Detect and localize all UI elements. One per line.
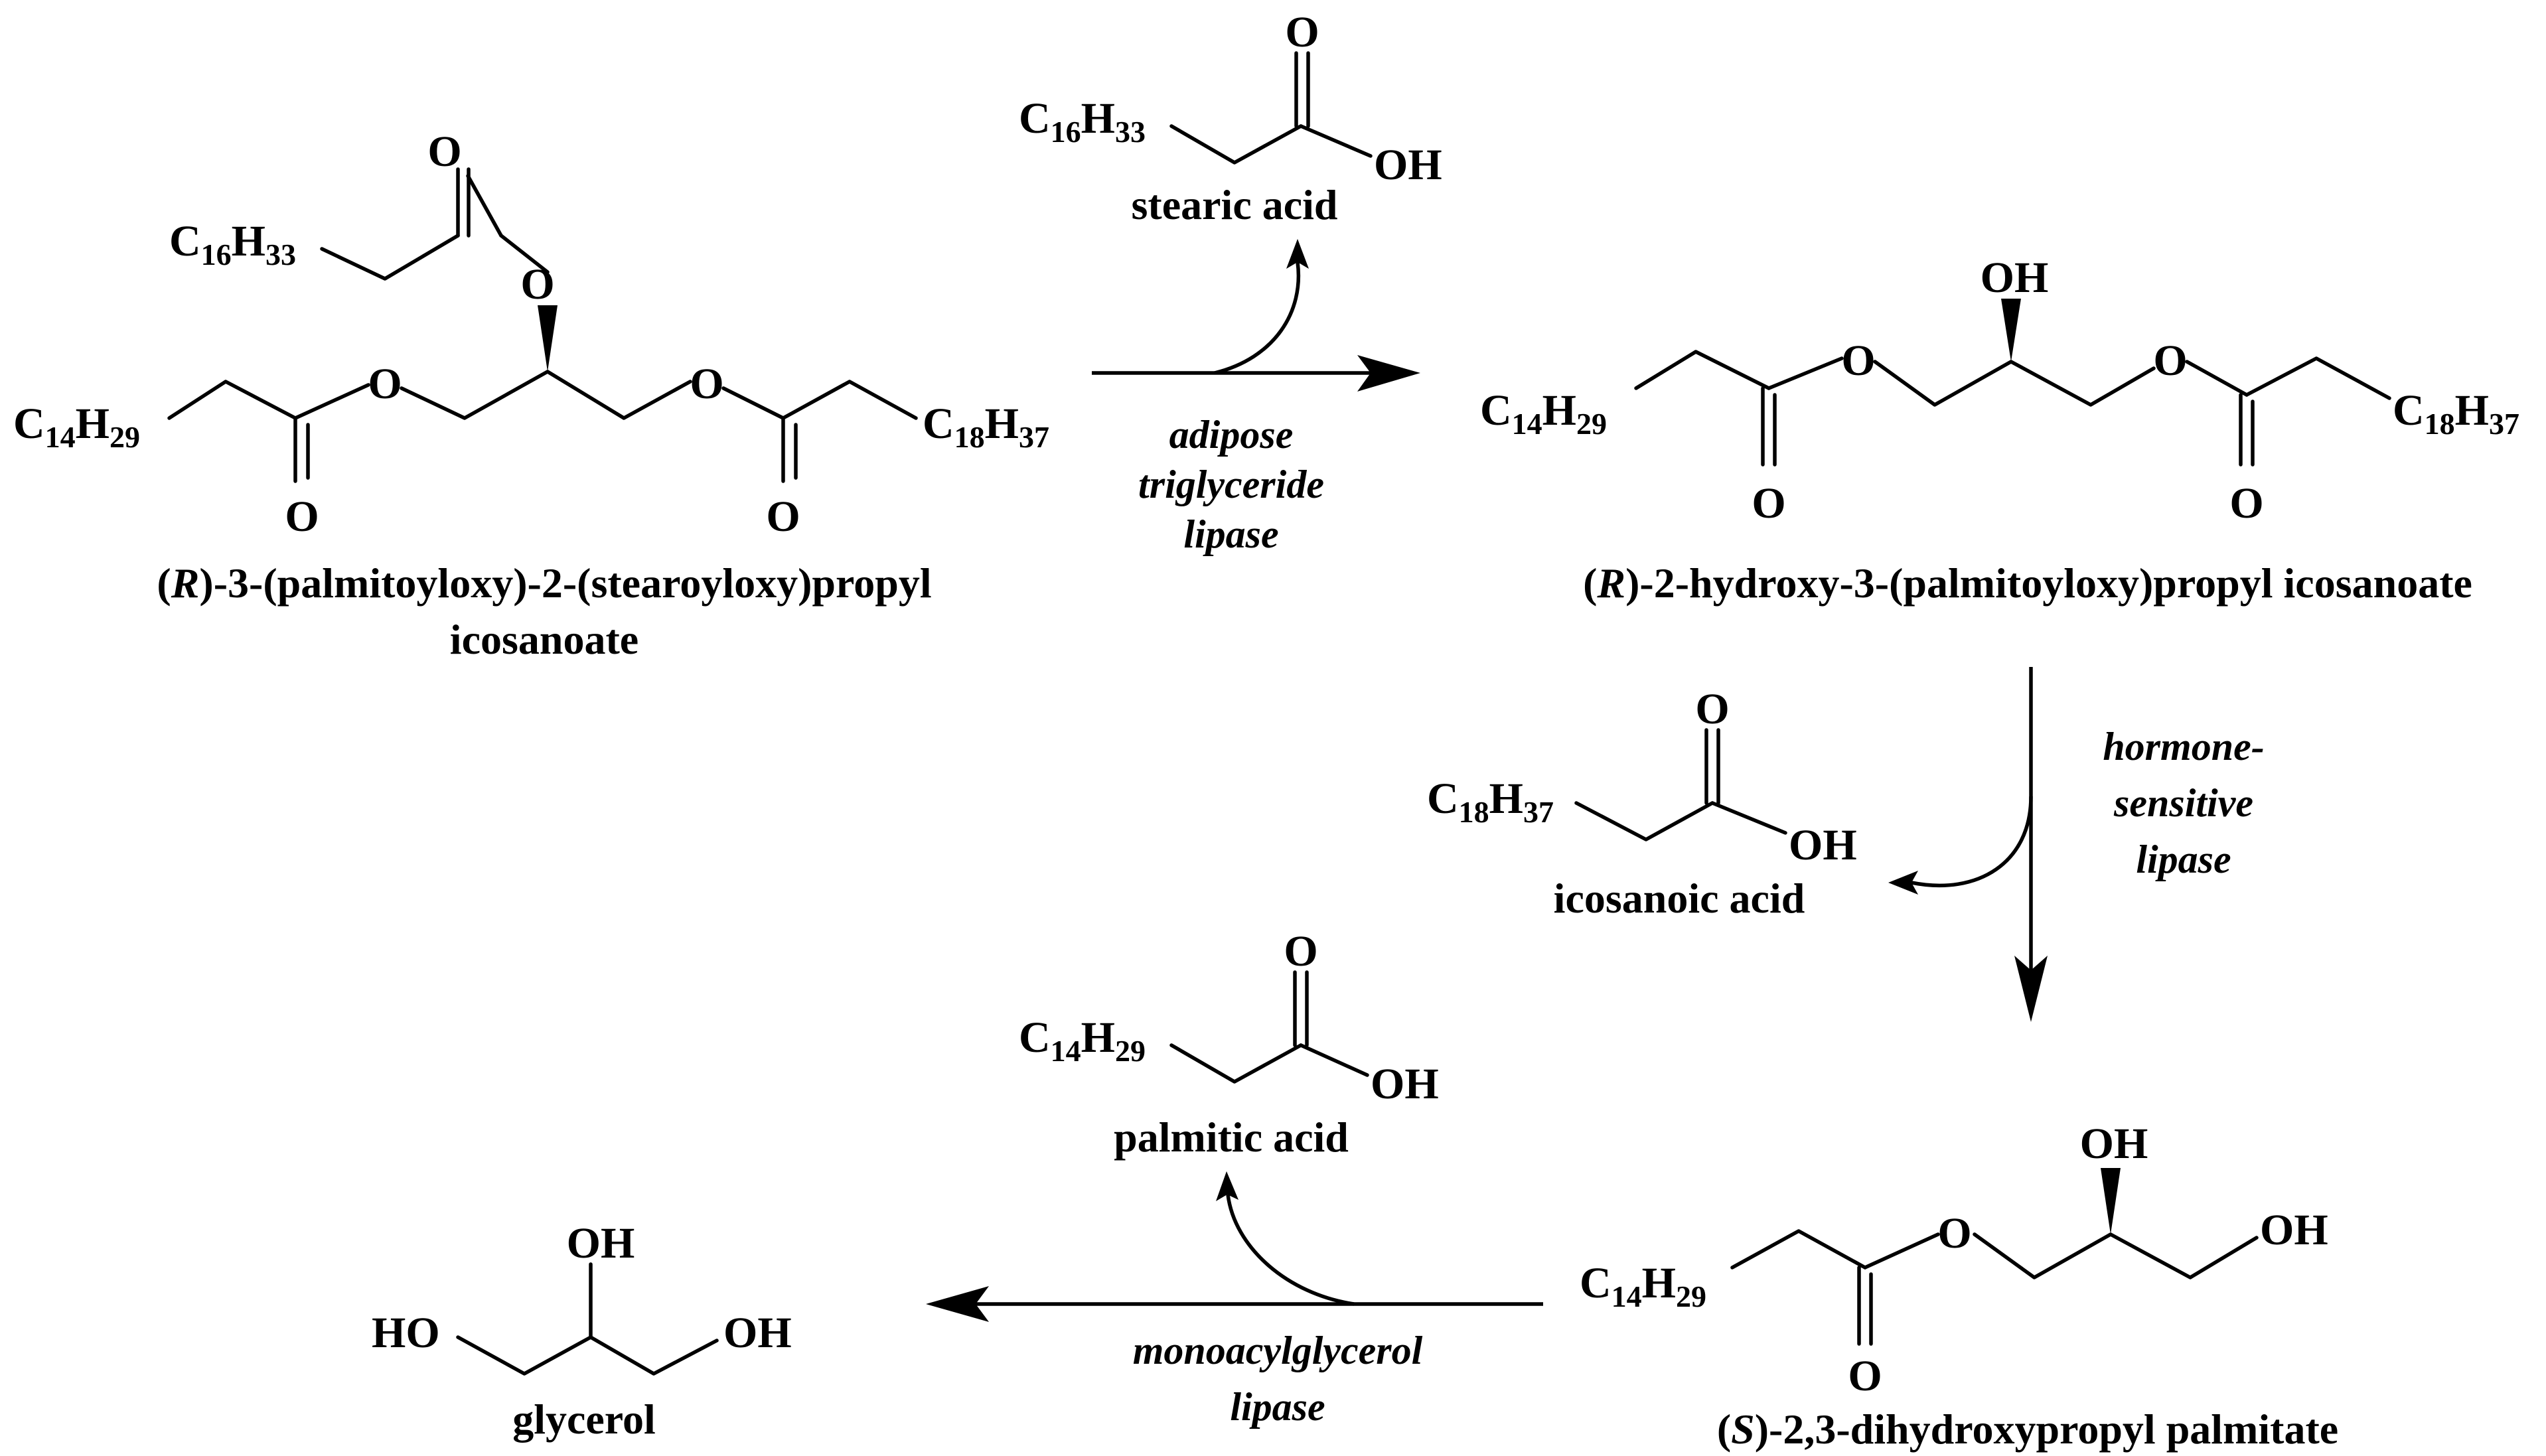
mgl-label-line2: lipase [1230,1385,1325,1429]
tg-ester1-to-o-bond [293,383,370,420]
hsl-label-line1: hormone- [2103,725,2264,768]
dg-carbonyl-o-right: O [2229,479,2263,528]
stearic-o: O [1285,8,1319,56]
mg-ester-o: O [1937,1209,1971,1258]
glycerol-structure: OH HO OH [372,1219,792,1376]
tg-icosanoyl-chain-bond [781,380,918,420]
tg-carbonyl-o-top: O [427,127,461,176]
dg-name: (R)-2-hydroxy-3-(palmitoyloxy)propyl ico… [1583,559,2472,607]
mgl-reaction-arrow [926,1171,1543,1322]
palmitic-acid-structure: O OH C14H29 [1019,927,1439,1108]
tg-carbonyl-o-left: O [285,492,319,541]
hsl-label-line3: lipase [2136,837,2231,881]
hsl-reaction-arrow [1888,667,2048,1022]
glycerol-oh-top: OH [567,1219,635,1268]
mg-carbonyl-o: O [1848,1352,1882,1400]
triglyceride-structure: O O O O O O C16H33 C14H29 C18H37 [13,127,1049,541]
palmitic-o: O [1284,927,1317,976]
atgl-label-line3: lipase [1183,512,1278,556]
tg-name-line1: (R)-3-(palmitoyloxy)-2-(stearoyloxy)prop… [157,559,931,607]
tg-glycerol-backbone-bond [400,370,692,420]
diglyceride-structure: OH O O O O C14H29 C18H37 [1480,254,2519,528]
tg-stearoyl-o-bond [499,234,550,274]
glycerol-ho-left: HO [372,1309,440,1357]
atgl-label-line1: adipose [1169,413,1294,457]
tg-c14h29-label: C14H29 [13,400,140,454]
icosanoic-c18h37-label: C18H37 [1427,774,1554,829]
tg-carbonyl-o-right: O [766,492,800,541]
mgl-release-curve [1226,1194,1355,1306]
tg-stereo-wedge [538,305,558,372]
tg-ester-o-left: O [368,360,402,408]
icosanoic-acid-structure: O OH C18H37 [1427,685,1857,869]
tg-palmitoyl-chain-bond [167,380,297,420]
dg-oh: OH [1981,254,2049,302]
dg-stereo-wedge [2001,299,2021,362]
dg-carbonyl-o-left: O [1752,479,1785,528]
icosanoic-o: O [1695,685,1729,733]
tg-ester-o-right: O [690,360,723,408]
hsl-label-line2: sensitive [2113,781,2253,825]
stearic-oh: OH [1374,141,1442,189]
mg-oh-right: OH [2260,1206,2328,1254]
glycerol-oh-right: OH [723,1309,792,1357]
atgl-arrow-head [1357,355,1420,392]
dg-c18h37-label: C18H37 [2393,386,2519,441]
palmitic-c14h29-label: C14H29 [1019,1013,1146,1068]
palmitic-acid-name: palmitic acid [1114,1114,1349,1161]
icosanoic-oh: OH [1789,821,1857,869]
mg-c14h29-label: C14H29 [1580,1259,1706,1313]
atgl-reaction-arrow [1092,239,1420,392]
mgl-arrow-head [926,1286,989,1322]
stearic-acid-name: stearic acid [1132,181,1338,228]
atgl-release-curve [1214,261,1300,375]
tg-name-line2: icosanoate [450,616,638,663]
monoglyceride-structure: OH OH O O C14H29 [1580,1120,2328,1400]
palmitic-oh: OH [1371,1060,1439,1108]
dg-ester-o-left: O [1841,336,1875,385]
tg-c16h33-label: C16H33 [169,217,296,271]
atgl-label-line2: triglyceride [1138,463,1324,506]
mg-stereo-wedge [2101,1168,2121,1234]
stearic-acid-structure: O OH C16H33 [1019,8,1442,189]
icosanoic-acid-name: icosanoic acid [1554,875,1805,922]
hsl-release-curve [1911,796,2033,888]
tg-ester2-o-bond [721,386,785,420]
tg-ester-o-mid: O [520,260,554,309]
mgl-label-line1: monoacylglycerol [1133,1329,1423,1372]
mg-oh-top: OH [2080,1120,2148,1168]
stearic-c16h33-label: C16H33 [1019,94,1146,149]
hsl-arrow-head [2014,956,2048,1022]
dg-ester-o-right: O [2153,336,2187,385]
mg-name: (S)-2,3-dihydroxypropyl palmitate [1717,1406,2338,1453]
dg-c14h29-label: C14H29 [1480,386,1607,441]
glycerol-name: glycerol [512,1396,656,1443]
tg-c18h37-label: C18H37 [923,400,1049,454]
